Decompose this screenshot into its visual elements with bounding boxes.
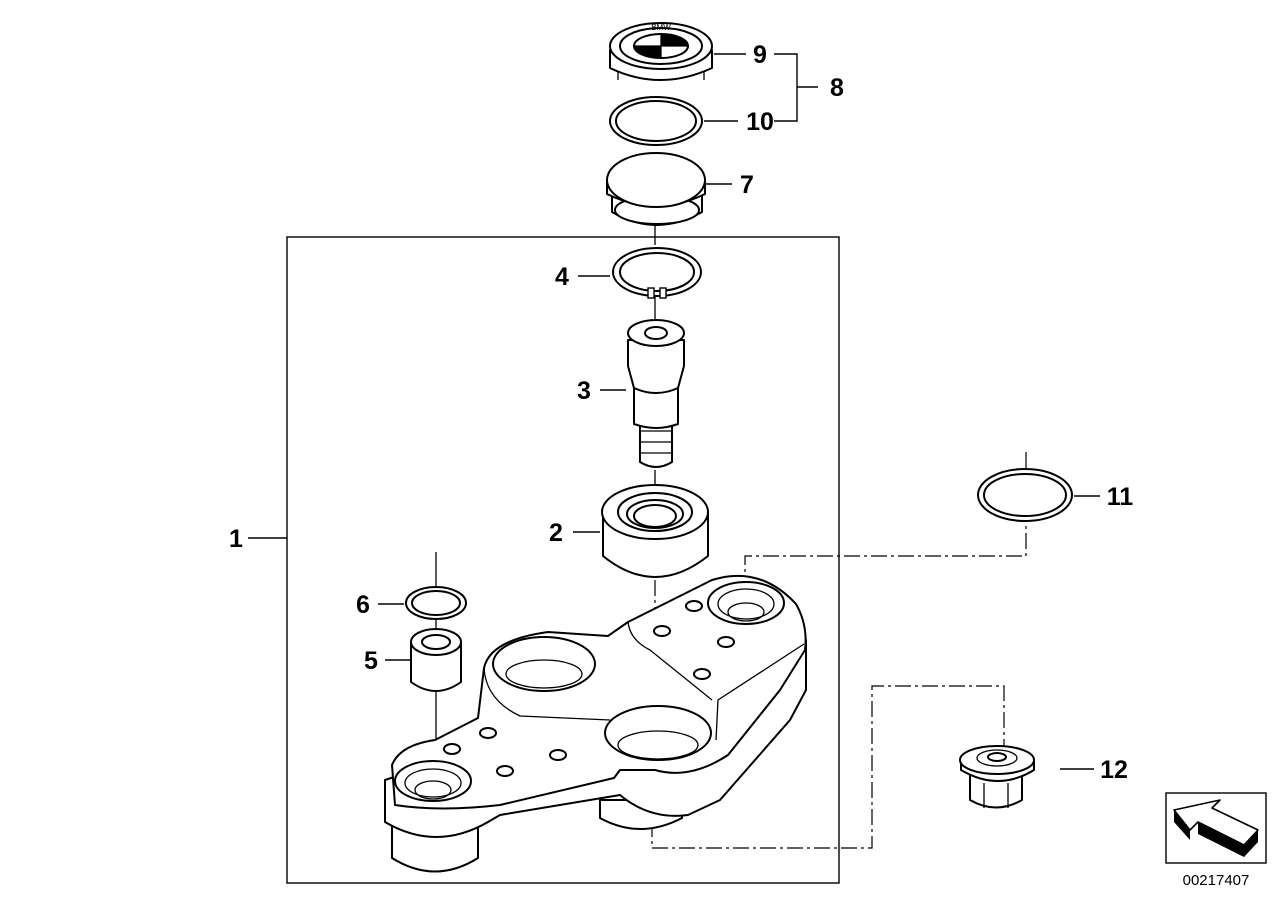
o-ring-part-11 (977, 468, 1073, 522)
o-ring-part-10 (609, 96, 703, 146)
callout-3: 3 (577, 377, 591, 405)
callout-1: 1 (229, 525, 243, 553)
callout-8: 8 (830, 74, 844, 102)
circlip-part-4 (612, 247, 702, 299)
document-number: 00217407 (1183, 872, 1250, 889)
pin-part-3 (627, 319, 685, 468)
callout-6: 6 (356, 591, 370, 619)
callout-12: 12 (1100, 756, 1128, 784)
emblem-cap-part-9: BMW (609, 22, 713, 81)
callout-11: 11 (1107, 483, 1134, 511)
reference-line-nut-12 (651, 685, 1005, 849)
callout-2: 2 (549, 519, 563, 547)
assembly-frame (286, 236, 840, 884)
bush-part-5 (410, 628, 462, 692)
callout-4: 4 (555, 263, 569, 291)
fork-bridge-part-1 (384, 574, 807, 873)
orientation-arrow-box (1165, 792, 1267, 864)
callout-7: 7 (740, 171, 754, 199)
callout-5: 5 (364, 647, 378, 675)
callout-9: 9 (753, 41, 767, 69)
callout-10: 10 (746, 108, 774, 136)
circlip-part-6 (405, 586, 467, 620)
flange-nut-part-12 (959, 745, 1035, 809)
bearing-part-2 (601, 484, 709, 578)
bracket-8 (774, 53, 798, 122)
emblem-letters: BMW (651, 23, 671, 32)
plug-cap-part-7 (606, 152, 706, 226)
